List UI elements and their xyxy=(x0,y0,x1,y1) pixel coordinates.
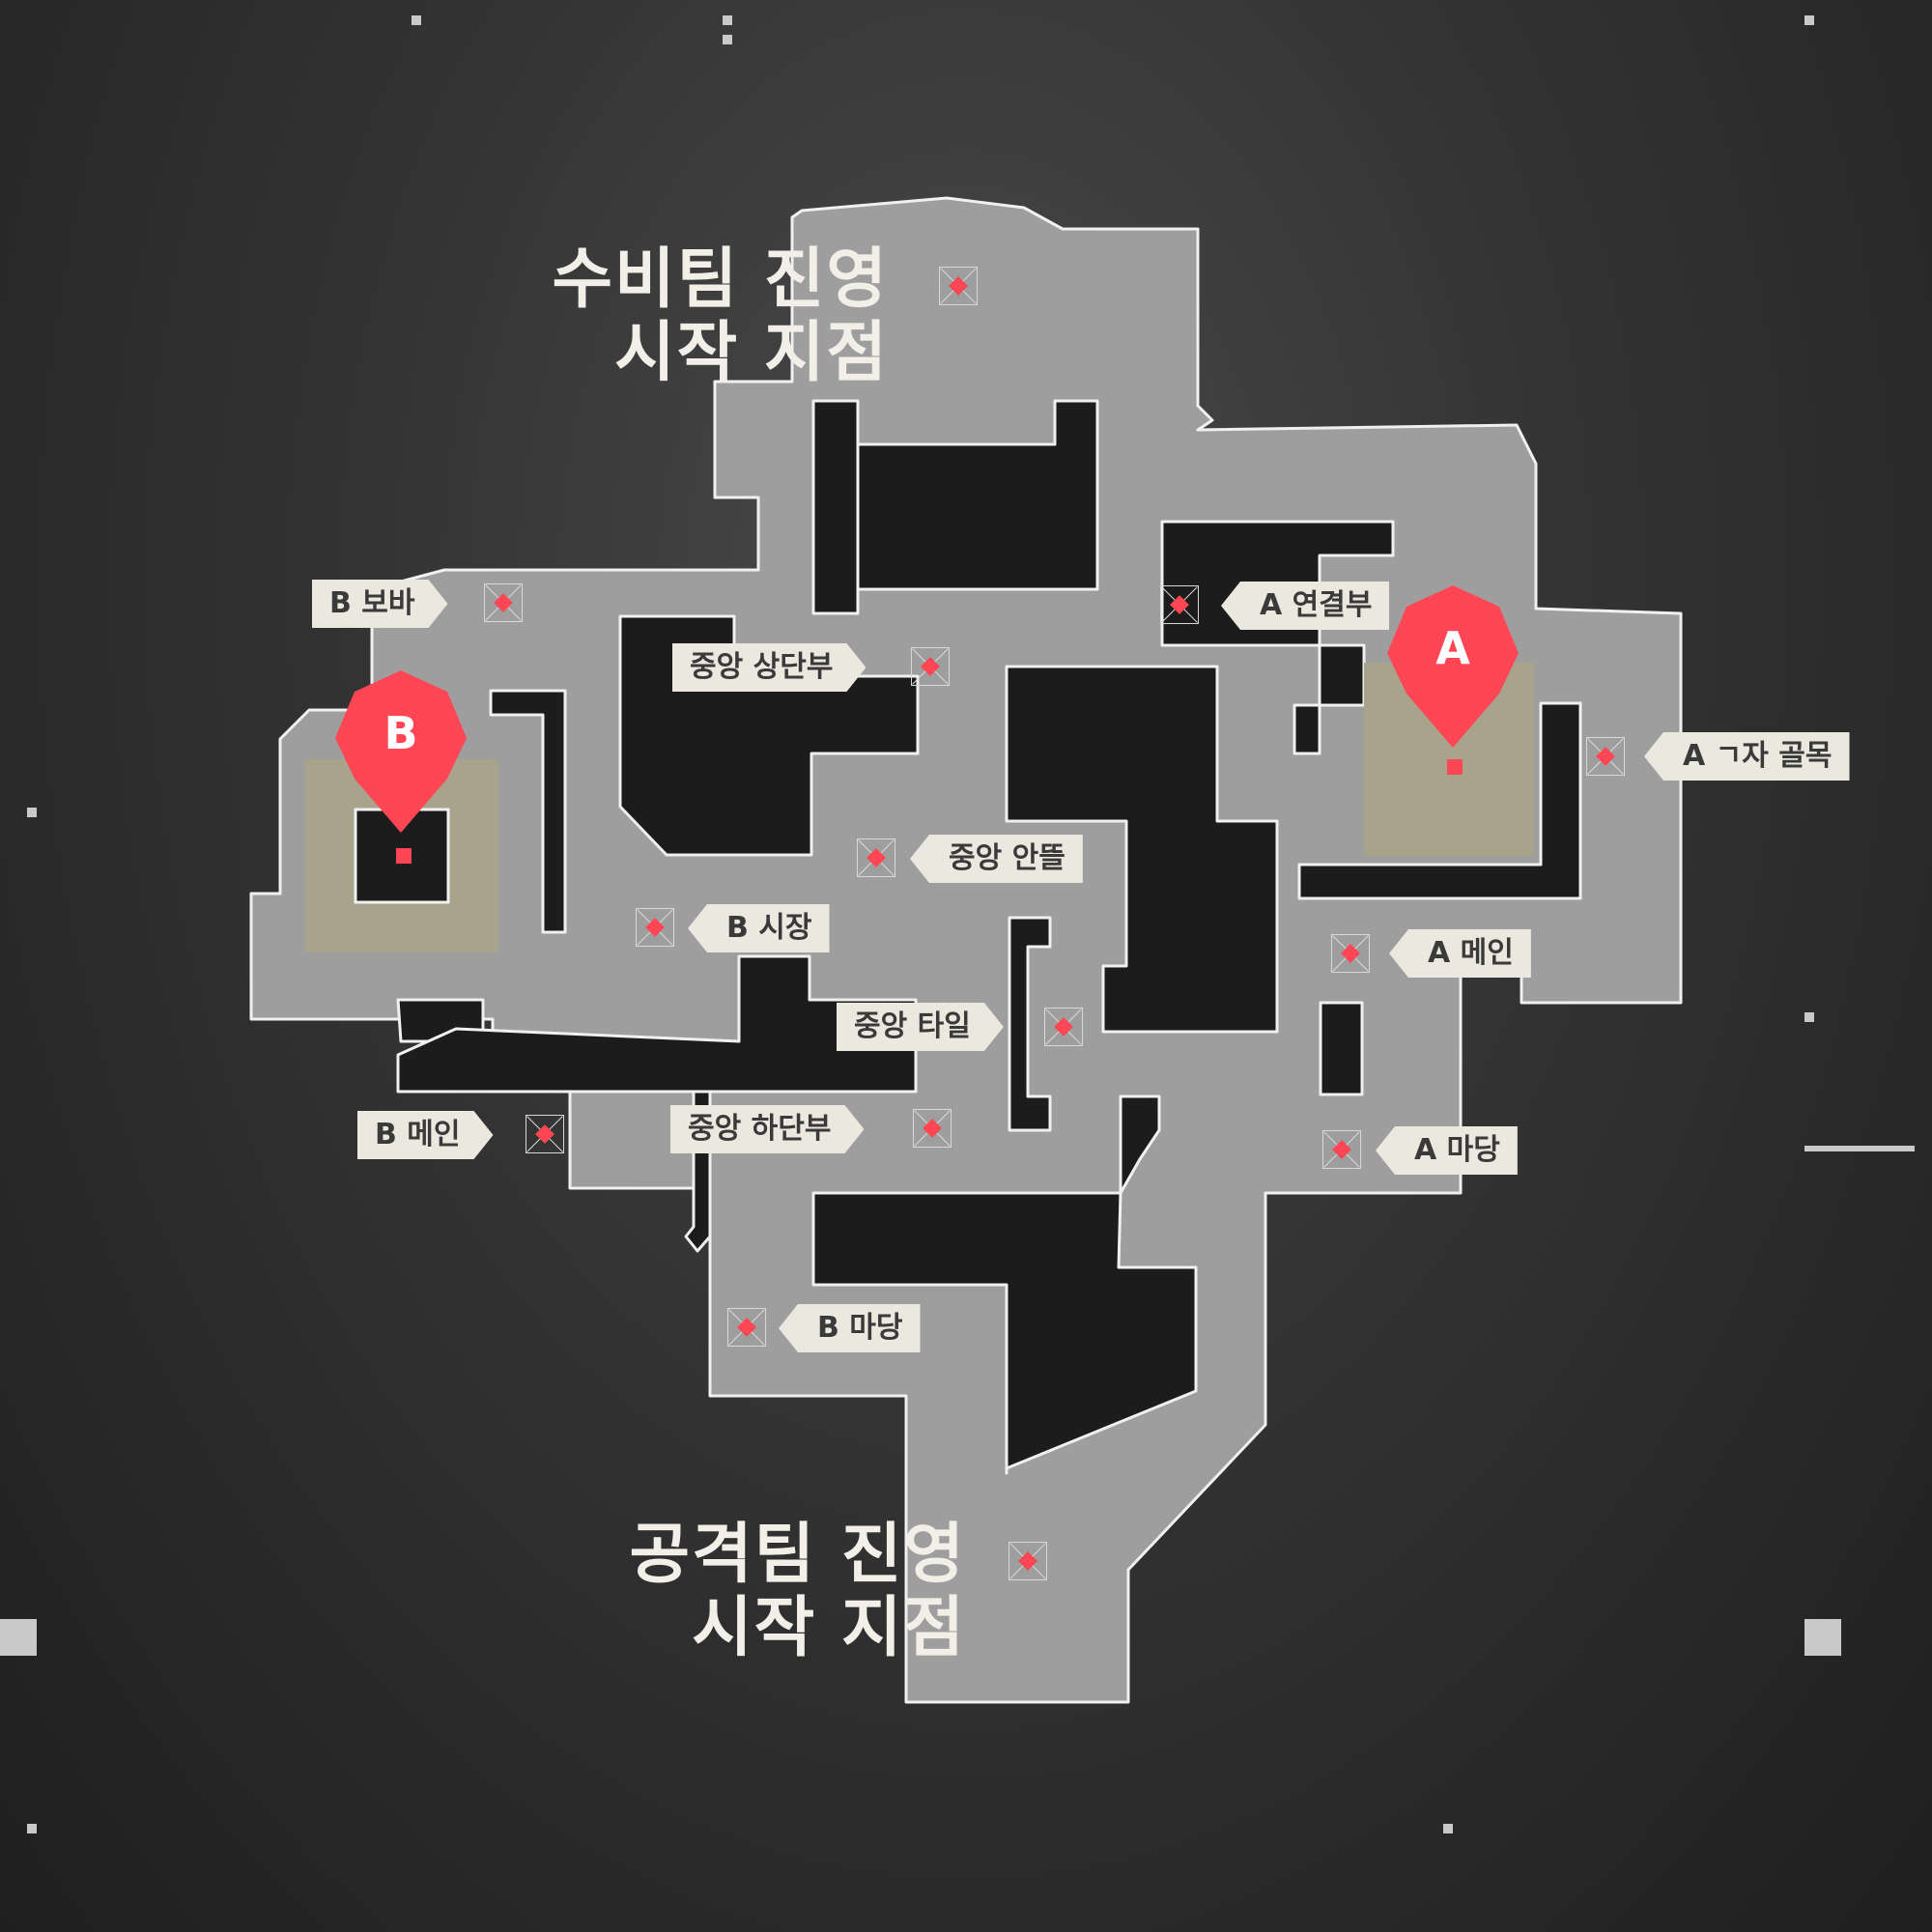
defender-spawn-line2: 시작 지점 xyxy=(614,315,889,391)
corner-marker xyxy=(0,1619,37,1656)
callout-marker-mid-courtyard[interactable] xyxy=(857,838,895,877)
corner-marker xyxy=(723,35,732,44)
wall-block xyxy=(811,399,860,615)
callout-label-a-main: A 메인 xyxy=(1389,929,1531,978)
wall-block xyxy=(1008,916,1052,1132)
callout-marker-b-main[interactable] xyxy=(526,1115,564,1153)
b-site-pin-icon[interactable] xyxy=(333,670,469,835)
callout-label-mid-courtyard: 중앙 안뜰 xyxy=(910,835,1083,883)
a-site-pin-icon[interactable] xyxy=(1385,585,1520,750)
callout-label-b-market: B 시장 xyxy=(688,904,830,952)
callout-marker-a-main[interactable] xyxy=(1331,934,1370,973)
callout-label-b-main: B 메인 xyxy=(357,1111,494,1159)
corner-marker xyxy=(1443,1824,1453,1833)
attacker-spawn-line2: 시작 지점 xyxy=(692,1590,966,1666)
corner-marker xyxy=(27,808,37,817)
wall-block xyxy=(856,399,1099,591)
spawn-marker-attacker[interactable] xyxy=(1009,1542,1047,1580)
wall-block xyxy=(396,954,918,1094)
callout-marker-b-lobby[interactable] xyxy=(484,583,523,622)
a-site-spike-dot xyxy=(1447,759,1463,775)
corner-marker xyxy=(1804,1619,1841,1656)
callout-marker-a-lobby-elbow[interactable] xyxy=(1586,737,1625,776)
wall-block xyxy=(1297,701,1582,900)
callout-marker-a-link[interactable] xyxy=(1160,585,1199,624)
callout-label-b-yard: B 마당 xyxy=(779,1304,921,1352)
callout-label-a-lobby-elbow: A ㄱ자 골목 xyxy=(1644,732,1850,781)
corner-marker xyxy=(1804,15,1814,25)
b-site-spike-dot xyxy=(396,848,412,864)
callout-label-b-lobby: B 보바 xyxy=(312,580,448,628)
b-site-label: B xyxy=(384,707,418,759)
defender-spawn-line1: 수비팀 진영 xyxy=(552,242,889,318)
attacker-spawn-line1: 공격팀 진영 xyxy=(629,1517,966,1593)
a-site-label: A xyxy=(1435,622,1470,674)
callout-marker-a-yard[interactable] xyxy=(1322,1130,1361,1169)
callout-label-mid-top: 중앙 상단부 xyxy=(672,643,866,692)
wall-block xyxy=(1005,665,1279,1034)
corner-marker xyxy=(27,1824,37,1833)
corner-marker xyxy=(723,15,732,25)
wall-block xyxy=(1293,643,1366,755)
callout-marker-mid-bottom[interactable] xyxy=(913,1109,952,1148)
attacker-spawn-title: 공격팀 진영 시작 지점 xyxy=(599,1519,966,1665)
callout-marker-b-market[interactable] xyxy=(636,908,674,947)
callout-label-mid-bottom: 중앙 하단부 xyxy=(670,1105,864,1153)
wall-block xyxy=(811,1094,1198,1475)
corner-marker xyxy=(1804,1012,1814,1022)
wall-block xyxy=(489,689,567,934)
callout-marker-b-yard[interactable] xyxy=(727,1308,766,1347)
defender-spawn-title: 수비팀 진영 시작 지점 xyxy=(522,243,889,390)
callout-label-a-yard: A 마당 xyxy=(1376,1126,1518,1175)
callout-label-mid-tiles: 중앙 타일 xyxy=(837,1003,1004,1051)
callout-marker-mid-tiles[interactable] xyxy=(1044,1008,1083,1046)
corner-marker xyxy=(412,15,421,25)
callout-label-a-link: A 연결부 xyxy=(1221,582,1390,630)
corner-marker xyxy=(1804,1146,1915,1151)
wall-block xyxy=(1319,1001,1364,1096)
spawn-marker-defender[interactable] xyxy=(939,267,978,305)
callout-marker-mid-top[interactable] xyxy=(911,647,950,686)
